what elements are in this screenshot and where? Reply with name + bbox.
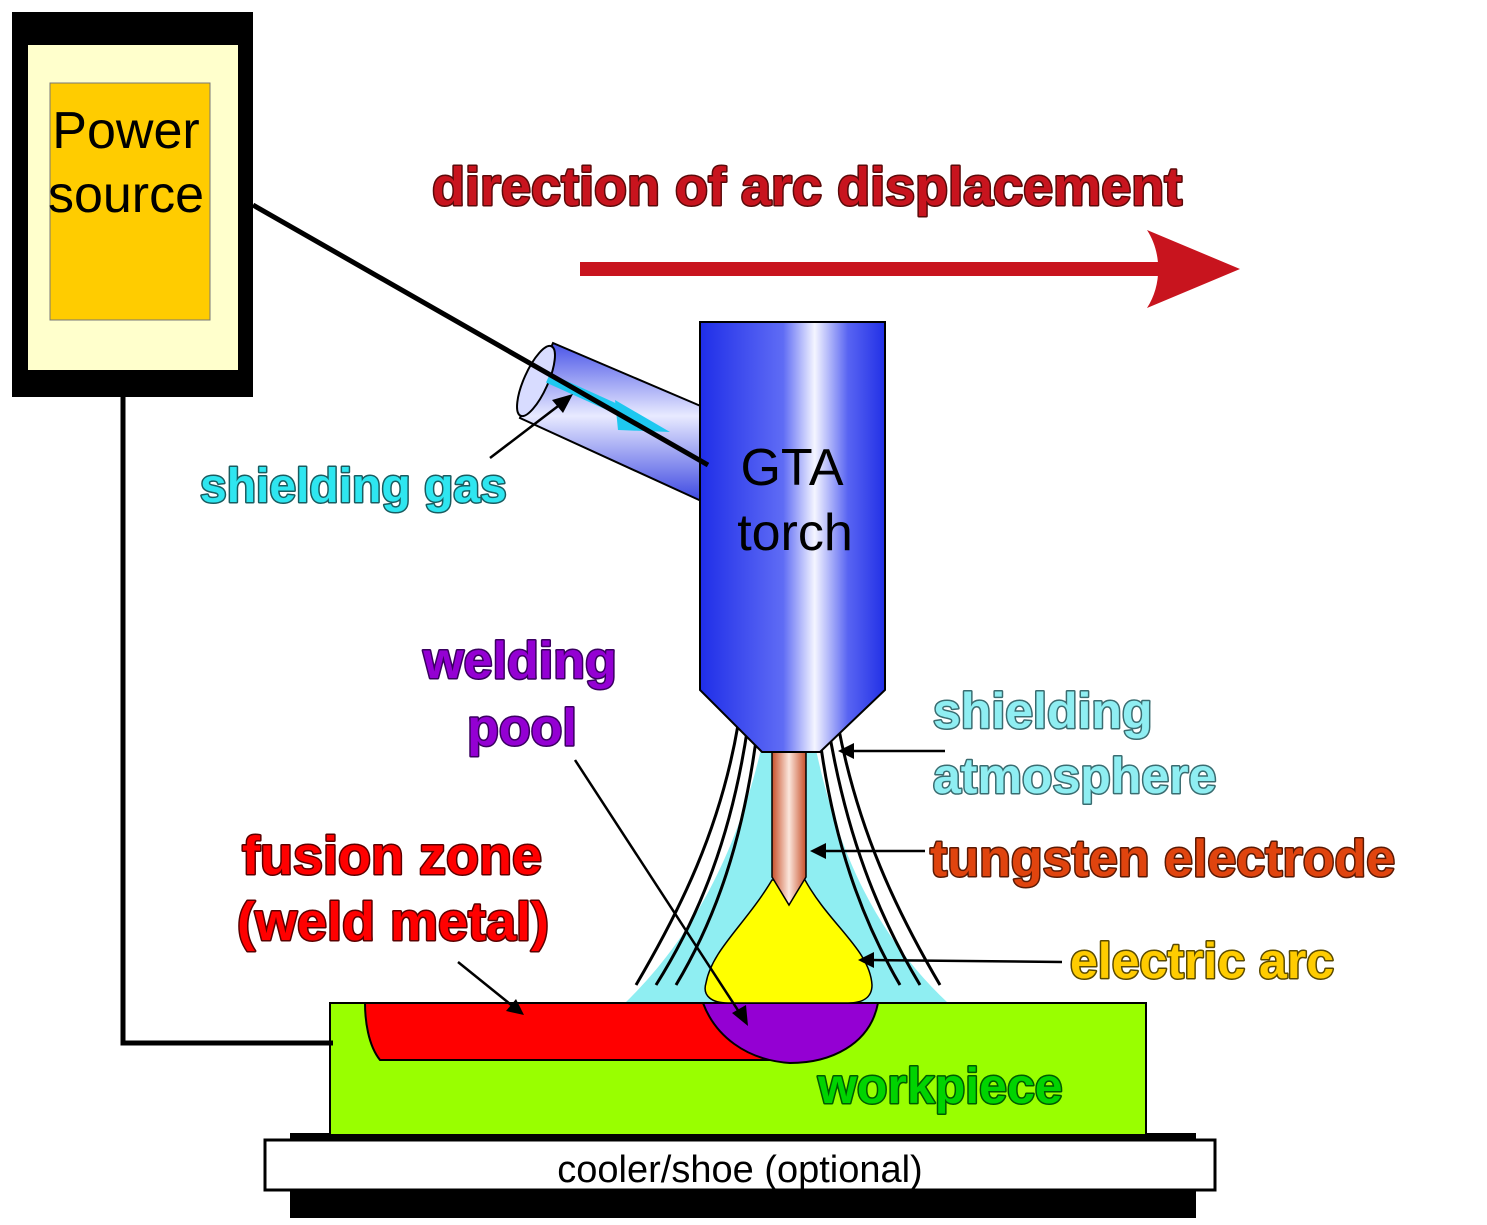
fusion-zone-label-line2: (weld metal) bbox=[237, 892, 549, 952]
power-cables bbox=[120, 202, 710, 1046]
shielding-atmosphere-label-line2: atmosphere bbox=[933, 748, 1216, 804]
pointer-arrows bbox=[457, 399, 1063, 1019]
power-source-label-line2: source bbox=[48, 166, 204, 224]
workpiece-label: workpiece bbox=[817, 1058, 1063, 1114]
power-source-label-line1: Power bbox=[52, 102, 199, 160]
gta-torch bbox=[699, 321, 886, 753]
cooler-top-bar bbox=[290, 1133, 1196, 1141]
cooler-label: cooler/shoe (optional) bbox=[557, 1149, 922, 1191]
fusion-zone bbox=[363, 1002, 791, 1061]
power-source bbox=[12, 12, 253, 397]
cooler-shoe bbox=[263, 1133, 1217, 1218]
shielding-gas-label: shielding gas bbox=[200, 460, 507, 513]
torch-cable bbox=[251, 202, 710, 468]
welding-pool-label-line2: pool bbox=[467, 699, 577, 757]
torch-label-line1: GTA bbox=[740, 439, 843, 497]
welding-pool-label-line1: welding bbox=[422, 632, 617, 690]
electric-arc bbox=[704, 879, 873, 1004]
shielding-atmosphere-label-line1: shielding bbox=[933, 683, 1152, 739]
electric-arc-label: electric arc bbox=[1070, 933, 1334, 989]
direction-label: direction of arc displacement bbox=[432, 157, 1182, 217]
ground-cable bbox=[120, 397, 333, 1046]
cooler-body bbox=[263, 1138, 1217, 1192]
fusion-zone-label-line1: fusion zone bbox=[242, 826, 542, 886]
pointer-arrowheads bbox=[506, 394, 874, 1026]
tungsten-electrode-label: tungsten electrode bbox=[930, 830, 1395, 888]
direction-arrow bbox=[580, 230, 1240, 308]
torch-label-line2: torch bbox=[737, 504, 853, 562]
cooler-base-bar bbox=[290, 1188, 1196, 1218]
tungsten-electrode bbox=[771, 751, 807, 907]
